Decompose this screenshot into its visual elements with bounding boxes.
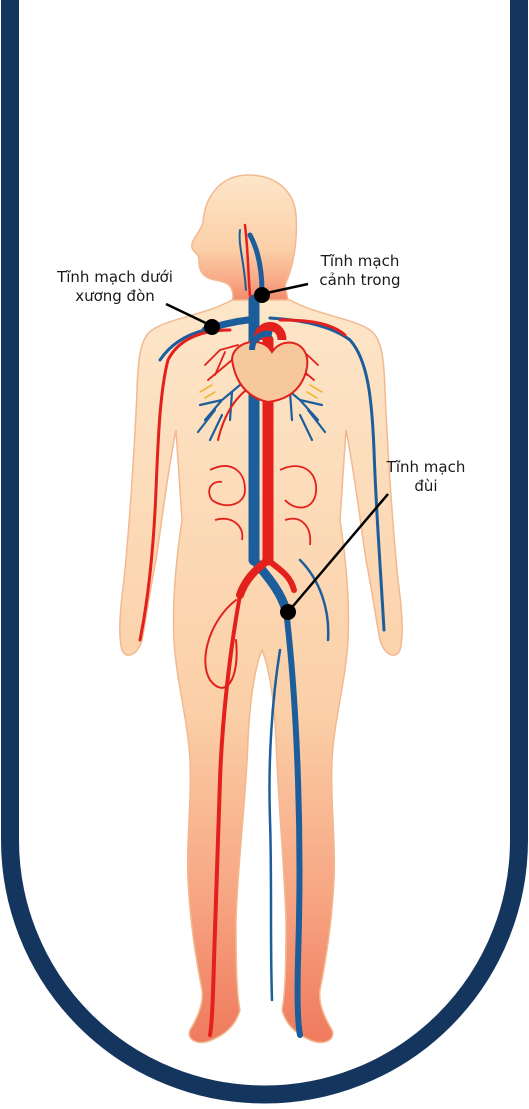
subclavian-marker xyxy=(204,319,220,335)
label-femoral-line1: Tĩnh mạch xyxy=(366,458,486,477)
label-jugular-line2: cảnh trong xyxy=(300,271,420,290)
label-femoral-line2: đùi xyxy=(366,477,486,496)
label-subclavian-vein: Tĩnh mạch dưới xương đòn xyxy=(40,268,190,306)
jugular-marker xyxy=(254,287,270,303)
label-internal-jugular-vein: Tĩnh mạch cảnh trong xyxy=(300,252,420,290)
label-subclavian-line2: xương đòn xyxy=(40,287,190,306)
label-femoral-vein: Tĩnh mạch đùi xyxy=(366,458,486,496)
label-jugular-line1: Tĩnh mạch xyxy=(300,252,420,271)
femoral-marker xyxy=(280,604,296,620)
label-subclavian-line1: Tĩnh mạch dưới xyxy=(40,268,190,287)
